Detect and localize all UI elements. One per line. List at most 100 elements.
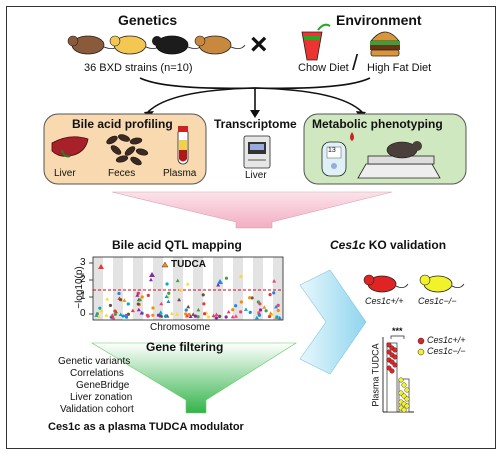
qtl-point [117,291,121,296]
qtl-point [188,314,193,318]
plasma-tudca-dot-plot [382,335,425,413]
qtl-point [196,307,201,312]
qtl-point [258,302,262,306]
gene-filtering-funnel [90,342,298,414]
qtl-point [108,303,113,308]
wt-dot [392,354,398,360]
chromosome-band [193,257,203,320]
qtl-point [104,313,109,317]
qtl-point [166,299,171,303]
qtl-title: Bile acid QTL mapping [112,238,242,252]
qtl-point [158,310,163,314]
high-fat-diet-burger-icon [370,31,400,57]
filter-item-correlations: Correlations [70,368,124,379]
environment-title: Environment [336,12,422,28]
qtl-point [211,313,216,318]
qtl-y-tick-0: 0 [80,308,86,319]
qtl-point [186,304,191,309]
bile-item-plasma: Plasma [163,168,197,179]
qtl-point [216,283,221,287]
qtl-point [135,293,140,297]
qtl-point [96,314,101,319]
wt-dot [389,359,395,365]
qtl-point [119,298,123,302]
wt-dot [386,342,392,348]
ko-yellow-mouse-icon [419,274,465,293]
chromosome-band [173,257,183,320]
qtl-point [175,278,180,283]
ko-dot [401,393,407,399]
tan-mouse-icon [194,35,246,55]
qtl-point [139,311,144,315]
qtl-point [184,312,188,316]
tudca-annotation: TUDCA [171,259,206,270]
qtl-peak-marker [217,279,223,284]
qtl-point [99,309,103,313]
qtl-point [151,313,155,317]
bile-acid-profiling-title: Bile acid profiling [72,117,173,131]
chromosome-band [253,257,263,320]
qtl-point [191,312,196,316]
qtl-point [233,314,238,318]
yellow-mouse-icon [109,35,161,55]
wt-dot [392,347,398,353]
ko-dot [401,382,407,388]
qtl-point [254,315,259,320]
qtl-point [226,309,231,314]
qtl-point [267,314,272,319]
qtl-point [257,313,262,317]
black-mouse-icon [152,35,203,55]
qtl-point [214,312,219,317]
chromosome-band [153,257,163,320]
ko-dot [404,396,410,402]
qtl-point [146,314,150,318]
glucometer-reading: 13 [328,147,336,154]
qtl-point [130,308,135,313]
qtl-point [239,300,243,304]
qtl-point [250,296,254,300]
chromosome-band [93,257,103,320]
qtl-point [177,297,182,302]
ko-validation-title: Ces1c KO validation [330,238,446,252]
qtl-point [156,313,161,317]
ko-dot [398,390,404,396]
qtl-point [136,307,141,312]
metabolic-phenotyping-title: Metabolic phenotyping [312,117,443,131]
qtl-point [175,312,180,316]
qtl-point [123,313,128,318]
chow-diet-icon [301,23,331,61]
qtl-point [272,279,277,283]
ko-validation-arrow [299,269,367,375]
ko-dot [404,403,410,409]
genetics-title: Genetics [118,12,178,28]
ko-dot [401,407,407,413]
qtl-point [187,312,191,317]
qtl-point [185,313,190,318]
qtl-point [239,275,243,279]
qtl-y-tick-1: 1 [80,291,86,302]
qtl-point [224,315,228,319]
qtl-point [122,298,127,302]
qtl-point [206,315,211,319]
qtl-point [163,314,168,319]
bxd-mice-icons [67,35,246,55]
chromosome-band [273,257,283,320]
qtl-point [165,282,169,286]
wt-dot [386,349,392,355]
qtl-point [201,293,205,297]
legend-ko-marker [417,348,425,356]
ko-dot [398,377,404,383]
qtl-y-label: −log10(p) [73,266,85,309]
plasma-tube-icon [177,126,189,165]
high-fat-diet-label: High Fat Diet [367,62,432,74]
glucometer-icon [321,132,354,177]
qtl-point [146,293,150,297]
filter-item-liver-zonation: Liver zonation [70,392,133,403]
qtl-point [138,297,143,302]
qtl-point [196,315,200,319]
bile-acid-profiling-box [43,113,207,185]
filter-item-genetic-variants: Genetic variants [58,356,131,367]
qtl-point [193,314,198,318]
qtl-point [98,306,102,310]
legend-wt-label: Ces1c+/+ [427,335,466,345]
